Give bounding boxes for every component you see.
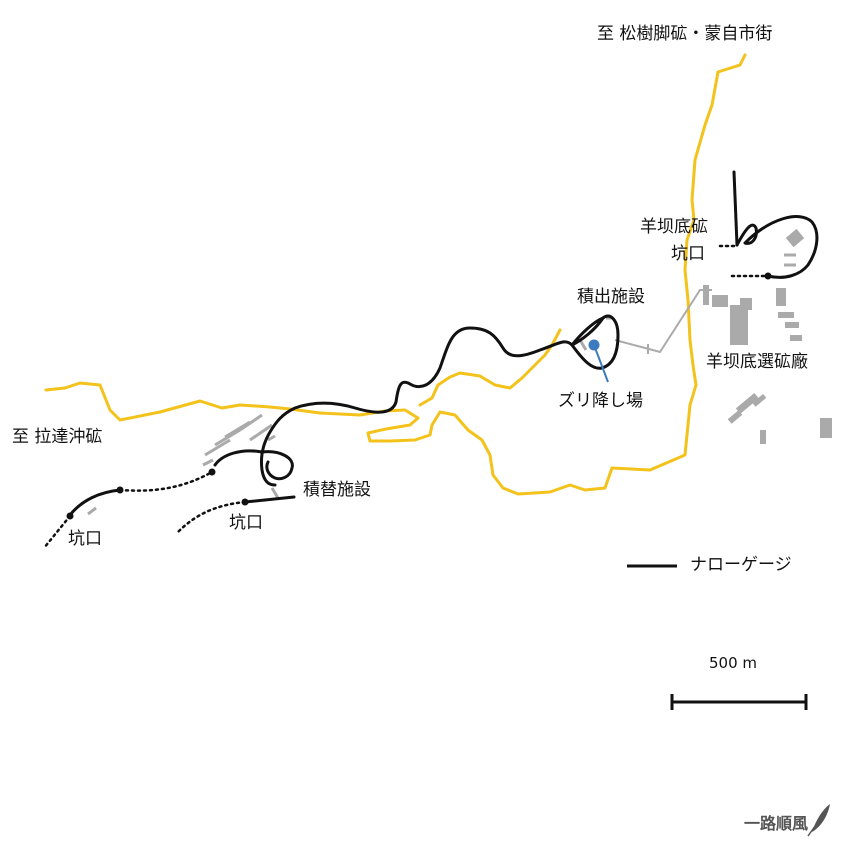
label-spoil-dump: ズリ降し場 — [558, 391, 643, 411]
dotted-line — [176, 500, 247, 534]
mill-building — [703, 285, 709, 305]
rail-arrows — [66, 272, 772, 520]
building — [578, 339, 588, 351]
building — [202, 458, 214, 467]
dotted-line — [42, 514, 72, 550]
main-road — [44, 53, 747, 496]
feather-pen-icon — [807, 804, 830, 837]
rail-to-adit-mid — [243, 495, 296, 504]
scale-bar — [670, 694, 808, 710]
spoil-dump-marker — [588, 339, 609, 383]
mine-rail-spur — [732, 170, 739, 247]
label-hashadi-mill: 羊坝底選砿廠 — [706, 352, 808, 372]
main-rail — [260, 314, 620, 487]
rail-layer — [68, 170, 819, 517]
label-adit-mid: 坑口 — [229, 513, 263, 533]
building — [249, 423, 273, 442]
rail-to-adit-w — [68, 488, 122, 517]
building — [87, 506, 97, 516]
mill-building — [740, 298, 752, 310]
mill-building — [776, 288, 786, 306]
rail-end-marker — [764, 272, 772, 280]
label-transfer-facility: 積替施設 — [303, 480, 371, 500]
loading-loop-rail — [570, 316, 605, 347]
branch-road — [418, 328, 562, 407]
building — [820, 418, 832, 438]
road-layer — [44, 53, 747, 496]
transfer-loop-rail — [213, 449, 294, 481]
label-hashadi-mine: 羊坝底砿 — [640, 217, 708, 237]
credit-text: 一路順風 — [743, 814, 808, 833]
building — [735, 392, 759, 414]
mill-building — [785, 322, 799, 328]
label-to-lata: 至 拉達沖砿 — [12, 427, 103, 447]
label-adit-ne: 坑口 — [671, 244, 705, 264]
spoil-dump-leader — [593, 344, 609, 383]
mill-building — [778, 312, 794, 318]
building-layer — [703, 228, 832, 444]
building — [214, 428, 241, 447]
mill-building — [712, 295, 728, 307]
dotted-line — [118, 470, 214, 492]
mine-loop-rail — [735, 215, 819, 279]
building — [727, 410, 743, 424]
label-adit-w: 坑口 — [68, 529, 102, 549]
building — [752, 393, 767, 407]
mill-main-building — [730, 305, 748, 345]
building — [760, 430, 766, 444]
conveyor-line — [614, 289, 712, 354]
building — [785, 228, 805, 248]
mill-building — [790, 335, 802, 341]
conveyor-layer — [614, 289, 712, 354]
building-layer-lines — [87, 253, 796, 516]
building — [239, 413, 263, 432]
label-loading-facility: 積出施設 — [577, 287, 645, 307]
scale-label: 500 m — [709, 654, 758, 672]
building — [267, 434, 276, 442]
spoil-dump-point — [588, 339, 600, 351]
dotted-layer — [42, 244, 770, 550]
label-to-shojushu: 至 松樹脚砿・蒙自市街 — [597, 24, 773, 44]
building — [204, 438, 231, 457]
legend-narrow-gauge-label: ナローゲージ — [690, 555, 792, 575]
building — [270, 487, 280, 499]
